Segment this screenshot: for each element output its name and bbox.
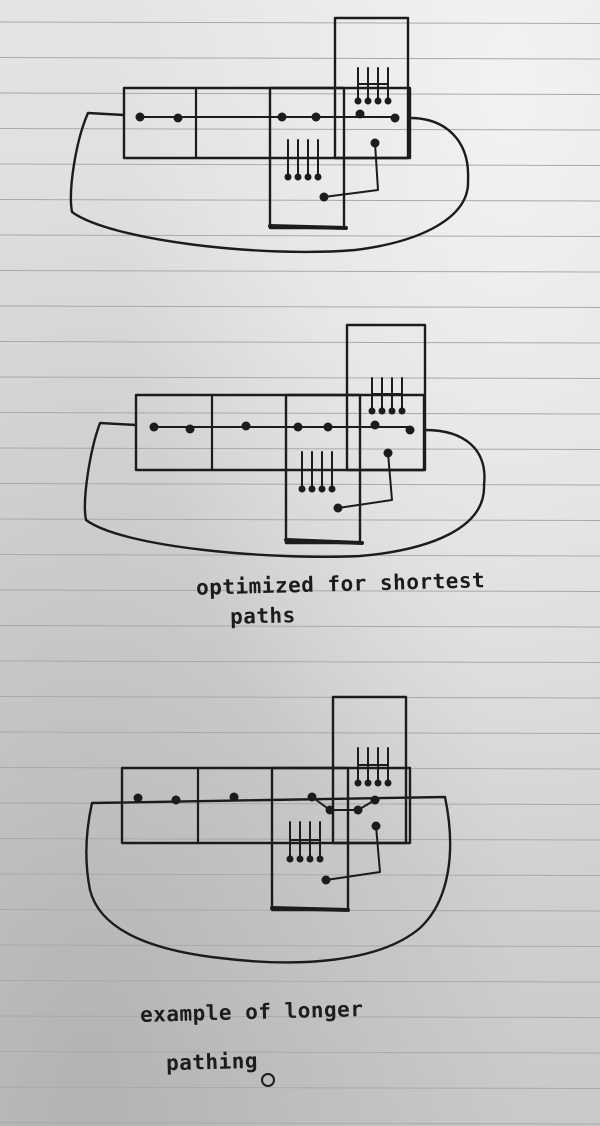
node-markers — [135, 109, 400, 202]
wall-bold — [284, 538, 364, 545]
path-branch — [323, 142, 379, 198]
caption-middle-line2: paths — [229, 603, 297, 629]
tall-room — [345, 323, 427, 472]
rule-line — [0, 376, 600, 379]
corridor-band — [134, 393, 426, 472]
boundary-loop — [85, 795, 452, 964]
rule-line — [0, 660, 600, 663]
rule-line — [0, 518, 600, 521]
rule-line — [0, 1051, 600, 1054]
rule-line — [0, 163, 600, 166]
rule-line — [0, 944, 600, 947]
node — [355, 109, 365, 119]
node — [135, 112, 145, 122]
node — [173, 113, 183, 123]
rule-line — [0, 128, 600, 131]
rule-line — [0, 1086, 600, 1089]
rule-line — [0, 625, 600, 628]
rule-line — [0, 199, 600, 202]
rule-line — [0, 980, 600, 983]
boundary-loop — [83, 421, 486, 558]
rule-line — [0, 234, 600, 237]
ruled-lines — [0, 21, 600, 1125]
path-branch — [325, 825, 381, 881]
node — [277, 112, 287, 122]
rule-line — [0, 447, 600, 450]
pen-blot — [261, 1073, 275, 1087]
diagram-top — [69, 16, 470, 254]
rule-line — [0, 92, 600, 95]
rule-line — [0, 1015, 600, 1018]
rule-line — [0, 802, 600, 805]
path-branch — [337, 452, 393, 509]
comb-upper — [368, 377, 406, 415]
node-markers — [149, 420, 415, 513]
rule-line — [0, 696, 600, 699]
rule-line — [0, 270, 600, 273]
rule-line — [0, 483, 600, 486]
corridor-band — [122, 86, 412, 160]
comb-lower — [286, 821, 324, 863]
rule-line — [0, 554, 600, 557]
comb-upper — [354, 747, 392, 787]
comb-upper — [354, 67, 392, 105]
wall-bold — [270, 906, 350, 912]
rule-line — [0, 731, 600, 734]
node — [370, 138, 380, 148]
node — [319, 192, 329, 202]
wall-bold — [268, 224, 348, 230]
rule-line — [0, 1122, 600, 1125]
diagram-bottom — [85, 695, 452, 1087]
rule-line — [0, 305, 600, 308]
node — [311, 112, 321, 122]
rule-line — [0, 589, 600, 592]
comb-lower — [298, 451, 336, 493]
rule-line — [0, 21, 600, 24]
rule-line — [0, 873, 600, 876]
rule-line — [0, 412, 600, 415]
node-markers — [133, 792, 381, 885]
node — [390, 113, 400, 123]
rule-line — [0, 341, 600, 344]
caption-bottom-line2: pathing — [165, 1048, 259, 1076]
rule-line — [0, 57, 600, 60]
diagram-middle — [83, 323, 486, 558]
boundary-loop — [69, 111, 470, 254]
corridor-band — [120, 766, 412, 845]
path-detour — [311, 796, 376, 811]
tall-room — [331, 695, 408, 845]
comb-lower — [284, 139, 322, 181]
